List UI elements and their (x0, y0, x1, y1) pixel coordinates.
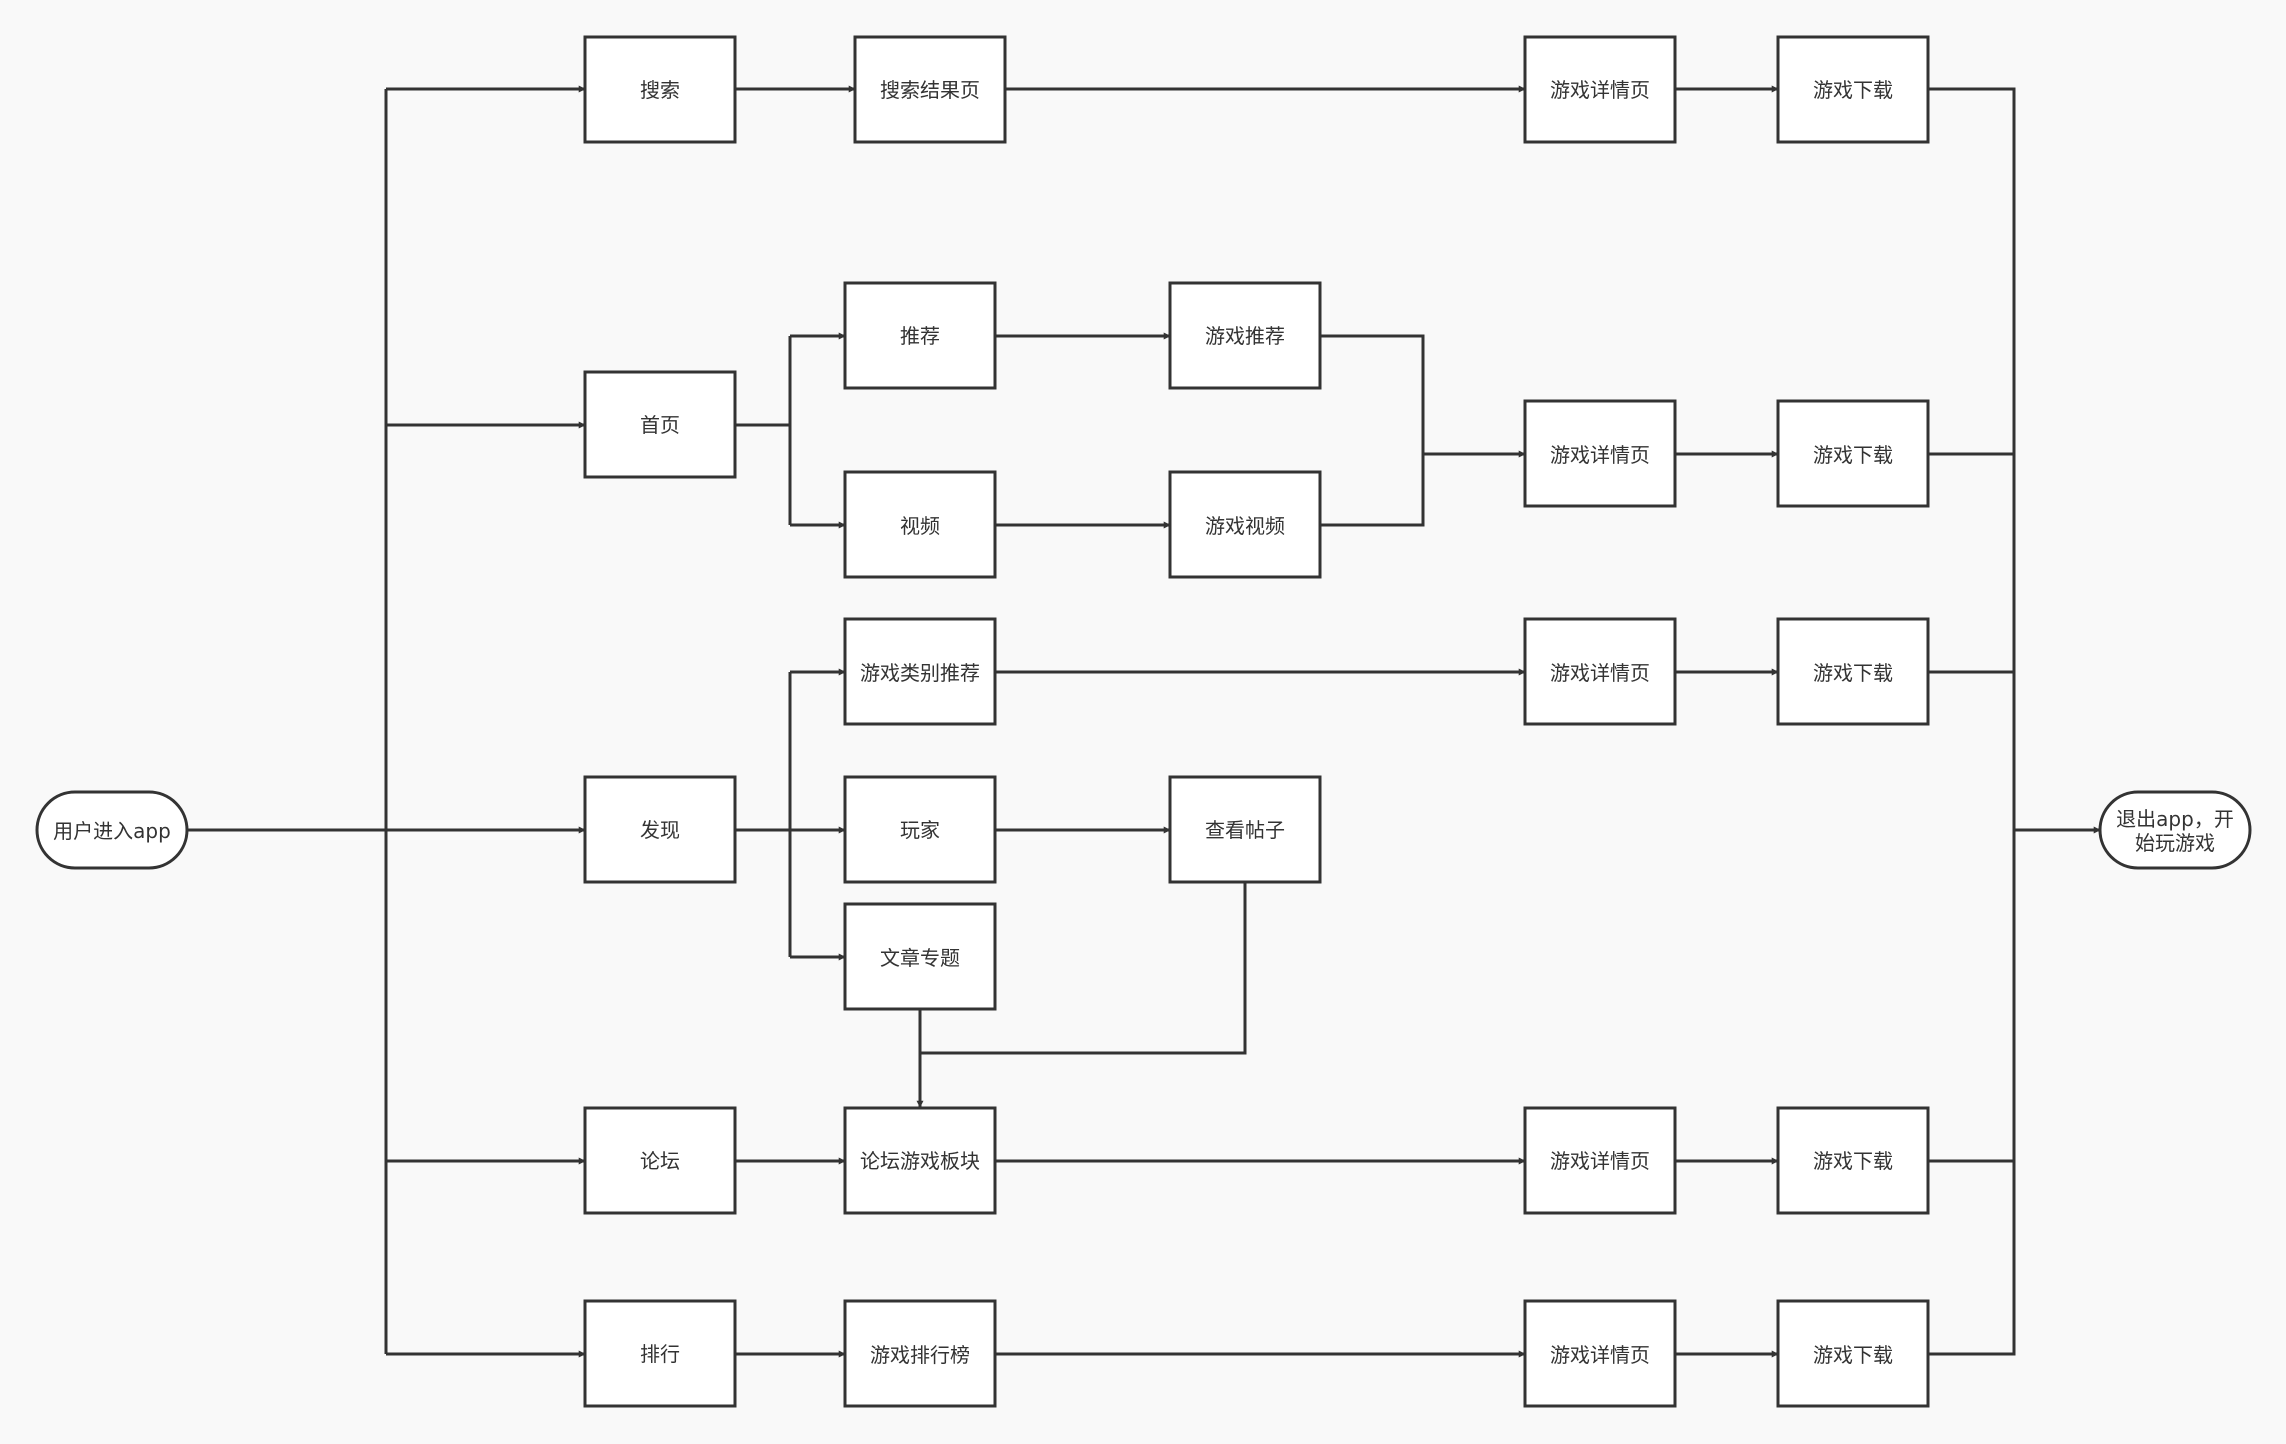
node-download-3: 游戏下载 (1776, 617, 1930, 726)
node-video-label: 视频 (900, 514, 940, 538)
node-detail-5: 游戏详情页 (1523, 1299, 1677, 1408)
node-start: 用户进入app (35, 790, 189, 870)
node-view-posts: 查看帖子 (1168, 775, 1322, 884)
node-recommend: 推荐 (843, 281, 997, 390)
edge-downloads-collect (1928, 87, 2016, 1356)
node-game-category: 游戏类别推荐 (843, 617, 997, 726)
node-recommend-label: 推荐 (900, 324, 940, 348)
node-game-recommend-label: 游戏推荐 (1205, 324, 1285, 348)
node-search-results-label: 搜索结果页 (880, 78, 980, 102)
edge-game-recommend-join (1320, 334, 1425, 527)
node-forum: 论坛 (583, 1106, 737, 1215)
node-game-recommend: 游戏推荐 (1168, 281, 1322, 390)
node-detail-1-label: 游戏详情页 (1550, 78, 1650, 102)
node-download-5-label: 游戏下载 (1813, 1343, 1893, 1367)
node-player: 玩家 (843, 775, 997, 884)
node-search: 搜索 (583, 35, 737, 144)
node-detail-5-label: 游戏详情页 (1550, 1343, 1650, 1367)
node-game-video: 游戏视频 (1168, 470, 1322, 579)
node-end-label-line2: 始玩游戏 (2135, 831, 2215, 855)
node-forum-section-label: 论坛游戏板块 (860, 1149, 980, 1173)
edge-home-split (735, 336, 792, 525)
node-start-label: 用户进入app (53, 819, 171, 843)
node-detail-4: 游戏详情页 (1523, 1106, 1677, 1215)
node-detail-3-label: 游戏详情页 (1550, 661, 1650, 685)
node-video: 视频 (843, 470, 997, 579)
node-download-2-label: 游戏下载 (1813, 443, 1893, 467)
node-home: 首页 (583, 370, 737, 479)
node-detail-2-label: 游戏详情页 (1550, 443, 1650, 467)
node-download-3-label: 游戏下载 (1813, 661, 1893, 685)
node-ranking: 排行 (583, 1299, 737, 1408)
node-forum-label: 论坛 (640, 1149, 680, 1173)
node-player-label: 玩家 (900, 818, 940, 842)
nodes: 用户进入app 搜索 首页 发现 论坛 排行 搜索结果页 (35, 35, 2252, 1408)
node-download-2: 游戏下载 (1776, 399, 1930, 508)
node-view-posts-label: 查看帖子 (1205, 818, 1285, 842)
node-game-video-label: 游戏视频 (1205, 514, 1285, 538)
node-article-topic-label: 文章专题 (880, 946, 960, 970)
node-forum-section: 论坛游戏板块 (843, 1106, 997, 1215)
node-game-category-label: 游戏类别推荐 (860, 661, 980, 685)
node-detail-3: 游戏详情页 (1523, 617, 1677, 726)
edge-posts-to-forum-section (920, 882, 1247, 1055)
node-article-topic: 文章专题 (843, 902, 997, 1011)
node-discover-label: 发现 (640, 818, 680, 842)
node-download-5: 游戏下载 (1776, 1299, 1930, 1408)
node-end: 退出app，开 始玩游戏 (2098, 790, 2252, 870)
edges (187, 85, 2101, 1358)
node-detail-2: 游戏详情页 (1523, 399, 1677, 508)
node-download-1: 游戏下载 (1776, 35, 1930, 144)
node-ranking-label: 排行 (640, 1342, 680, 1366)
node-detail-4-label: 游戏详情页 (1550, 1149, 1650, 1173)
node-home-label: 首页 (640, 413, 680, 437)
node-download-1-label: 游戏下载 (1813, 78, 1893, 102)
node-game-ranking-label: 游戏排行榜 (870, 1343, 970, 1367)
node-search-label: 搜索 (640, 78, 680, 102)
node-download-4: 游戏下载 (1776, 1106, 1930, 1215)
node-search-results: 搜索结果页 (853, 35, 1007, 144)
node-download-4-label: 游戏下载 (1813, 1149, 1893, 1173)
node-discover: 发现 (583, 775, 737, 884)
node-end-label-line1: 退出app，开 (2116, 807, 2234, 831)
node-game-ranking: 游戏排行榜 (843, 1299, 997, 1408)
node-detail-1: 游戏详情页 (1523, 35, 1677, 144)
